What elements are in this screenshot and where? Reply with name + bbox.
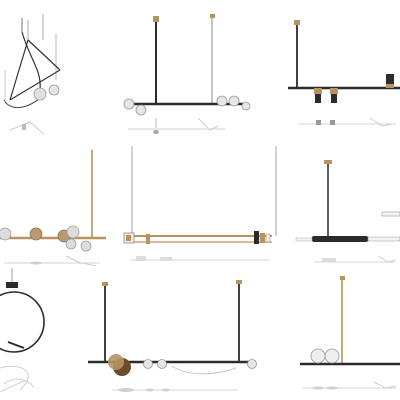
lamp-brass-bar-discs xyxy=(0,150,106,267)
lamp-bar-brass-cylinders xyxy=(288,20,400,127)
lamp-stacked-tube xyxy=(295,160,400,263)
lamp-two-spheres-stem xyxy=(300,276,400,390)
lamp-double-rail xyxy=(123,146,277,261)
lamp-linear-two-globes xyxy=(123,14,251,134)
lamp-ring-pendant xyxy=(0,268,45,393)
lamp-cluster-cable xyxy=(3,14,61,135)
lamp-bar-disc-spheres xyxy=(88,280,257,392)
